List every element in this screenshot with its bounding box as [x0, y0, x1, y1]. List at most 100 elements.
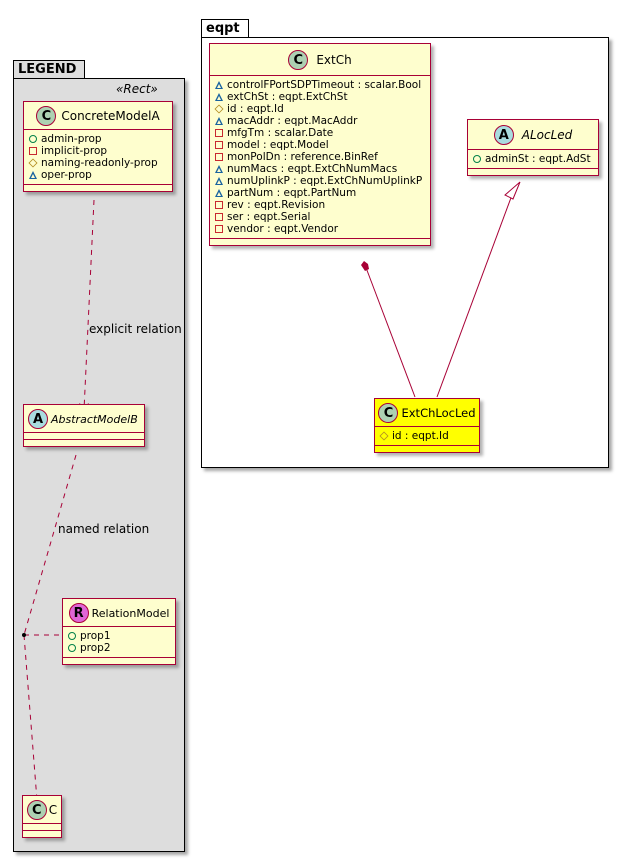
attribute-text: naming-readonly-prop: [41, 157, 158, 169]
attribute-row: monPolDn : reference.BinRef: [215, 151, 425, 163]
public-visibility-icon: [473, 155, 481, 163]
class-extchlocled[interactable]: C ExtChLocLed id : eqpt.Id: [374, 398, 480, 453]
attribute-row: oper-prop: [29, 169, 167, 181]
package-visibility-icon: [215, 189, 223, 197]
methods-section: [468, 169, 598, 175]
explicit-relation-line: [83, 199, 95, 411]
attribute-row: prop1: [68, 630, 170, 642]
class-name: AbstractModelB: [51, 412, 138, 426]
attribute-row: extChSt : eqpt.ExtChSt: [215, 91, 425, 103]
package-visibility-icon: [29, 171, 37, 179]
attribute-row: adminSt : eqpt.AdSt: [473, 153, 593, 165]
class-name: ExtChLocLed: [401, 406, 476, 420]
package-visibility-icon: [215, 177, 223, 185]
private-visibility-icon: [215, 225, 223, 233]
class-badge-icon: C: [26, 800, 47, 820]
methods-section: [210, 239, 430, 245]
attribute-row: vendor : eqpt.Vendor: [215, 223, 425, 235]
attribute-text: adminSt : eqpt.AdSt: [485, 153, 591, 165]
private-visibility-icon: [215, 153, 223, 161]
legend-package-tab: LEGEND: [13, 60, 86, 78]
class-header: C ExtCh: [210, 44, 430, 76]
package-visibility-icon: [215, 81, 223, 89]
attribute-row: controlFPortSDPTimeout : scalar.Bool: [215, 79, 425, 91]
attribute-row: rev : eqpt.Revision: [215, 199, 425, 211]
explicit-relation-label: explicit relation: [89, 322, 182, 336]
attribute-row: macAddr : eqpt.MacAddr: [215, 115, 425, 127]
class-badge-icon: C: [378, 403, 399, 423]
attribute-text: numUplinkP : eqpt.ExtChNumUplinkP: [227, 175, 423, 187]
attribute-text: prop2: [80, 642, 111, 654]
class-badge-icon: C: [36, 106, 57, 126]
attribute-text: model : eqpt.Model: [227, 139, 329, 151]
class-abstract-model-b[interactable]: A AbstractModelB: [23, 404, 145, 447]
class-c[interactable]: C C: [22, 795, 62, 838]
attribute-text: mfgTm : scalar.Date: [227, 127, 334, 139]
class-alocled[interactable]: A ALocLed adminSt : eqpt.AdSt: [467, 119, 599, 176]
attribute-row: mfgTm : scalar.Date: [215, 127, 425, 139]
relation-badge-icon: R: [68, 603, 89, 623]
class-extch[interactable]: C ExtCh controlFPortSDPTimeout : scalar.…: [209, 43, 431, 246]
class-header: C C: [23, 796, 61, 824]
attribute-row: implicit-prop: [29, 145, 167, 157]
class-header: C ExtChLocLed: [375, 399, 479, 427]
attribute-row: naming-readonly-prop: [28, 157, 167, 169]
named-relation-line-lower: [23, 634, 39, 814]
attribute-row: prop2: [68, 642, 170, 654]
class-header: R RelationModel: [63, 599, 175, 627]
class-name: RelationModel: [91, 606, 170, 620]
methods-section: [24, 440, 144, 446]
package-visibility-icon: [215, 117, 223, 125]
attributes-section: [24, 433, 144, 440]
attribute-text: implicit-prop: [41, 145, 108, 157]
attribute-text: numMacs : eqpt.ExtChNumMacs: [227, 163, 398, 175]
attribute-row: numMacs : eqpt.ExtChNumMacs: [215, 163, 425, 175]
attributes-section: admin-prop implicit-prop naming-readonly…: [24, 130, 172, 185]
class-relation-model[interactable]: R RelationModel prop1 prop2: [62, 598, 176, 665]
attribute-text: prop1: [80, 630, 111, 642]
attribute-row: numUplinkP : eqpt.ExtChNumUplinkP: [215, 175, 425, 187]
attribute-row: ser : eqpt.Serial: [215, 211, 425, 223]
relation-junction-dot: [22, 633, 26, 637]
methods-section: [23, 831, 61, 837]
attribute-text: extChSt : eqpt.ExtChSt: [227, 91, 348, 103]
attribute-row: id : eqpt.Id: [214, 103, 425, 115]
protected-visibility-icon: [214, 104, 224, 114]
attribute-text: partNum : eqpt.PartNum: [227, 187, 357, 199]
generalization-line: [436, 194, 513, 398]
attribute-text: monPolDn : reference.BinRef: [227, 151, 378, 163]
abstract-badge-icon: A: [493, 125, 514, 145]
attributes-section: id : eqpt.Id: [375, 427, 479, 446]
attribute-text: oper-prop: [41, 169, 92, 181]
class-concrete-model-a[interactable]: C ConcreteModelA admin-prop implicit-pro…: [23, 101, 173, 192]
class-badge-icon: C: [288, 50, 309, 70]
attributes-section: [23, 824, 61, 831]
attribute-text: controlFPortSDPTimeout : scalar.Bool: [227, 79, 422, 91]
protected-visibility-icon: [28, 158, 38, 168]
package-visibility-icon: [215, 93, 223, 101]
composition-diamond: [361, 261, 369, 271]
methods-section: [375, 446, 479, 452]
attribute-text: id : eqpt.Id: [227, 103, 284, 115]
attributes-section: adminSt : eqpt.AdSt: [468, 150, 598, 169]
public-visibility-icon: [68, 644, 76, 652]
public-visibility-icon: [68, 632, 76, 640]
class-name: ConcreteModelA: [61, 109, 160, 123]
attribute-row: admin-prop: [29, 133, 167, 145]
class-header: A AbstractModelB: [24, 405, 144, 433]
attribute-row: partNum : eqpt.PartNum: [215, 187, 425, 199]
attribute-text: id : eqpt.Id: [392, 430, 449, 442]
attribute-text: macAddr : eqpt.MacAddr: [227, 115, 358, 127]
generalization-arrowhead: [504, 181, 521, 200]
package-visibility-icon: [215, 165, 223, 173]
class-name: ALocLed: [521, 128, 573, 142]
private-visibility-icon: [215, 129, 223, 137]
class-header: C ConcreteModelA: [24, 102, 172, 130]
class-name: C: [48, 803, 58, 817]
attributes-section: prop1 prop2: [63, 627, 175, 658]
private-visibility-icon: [215, 213, 223, 221]
legend-package: [13, 78, 185, 852]
named-relation-label: named relation: [58, 522, 150, 536]
private-visibility-icon: [29, 147, 37, 155]
